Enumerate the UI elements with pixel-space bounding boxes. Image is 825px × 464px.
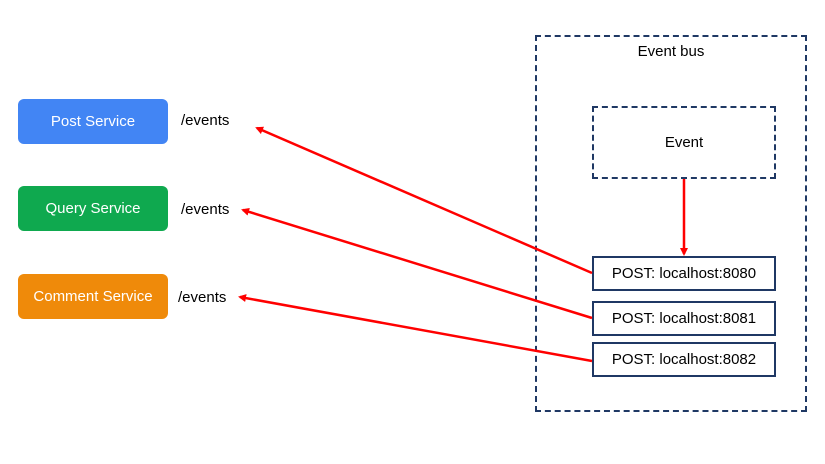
post-service-endpoint: /events <box>181 112 230 129</box>
query-service-box: Query Service <box>18 186 168 231</box>
post-8081-box: POST: localhost:8081 <box>592 301 776 336</box>
comment-service-endpoint: /events <box>178 289 227 306</box>
event-box: Event <box>592 106 776 179</box>
event-bus-title: Event bus <box>637 43 705 60</box>
arrow-8080-to-post-service <box>255 126 593 275</box>
comment-service-box: Comment Service <box>18 274 168 319</box>
post-service-box: Post Service <box>18 99 168 144</box>
arrow-8082-to-comment-service <box>238 294 593 363</box>
post-8082-box: POST: localhost:8082 <box>592 342 776 377</box>
query-service-endpoint: /events <box>181 201 230 218</box>
post-8080-box: POST: localhost:8080 <box>592 256 776 291</box>
arrow-8081-to-query-service <box>241 207 593 320</box>
event-bus-container: Event bus <box>535 35 807 412</box>
